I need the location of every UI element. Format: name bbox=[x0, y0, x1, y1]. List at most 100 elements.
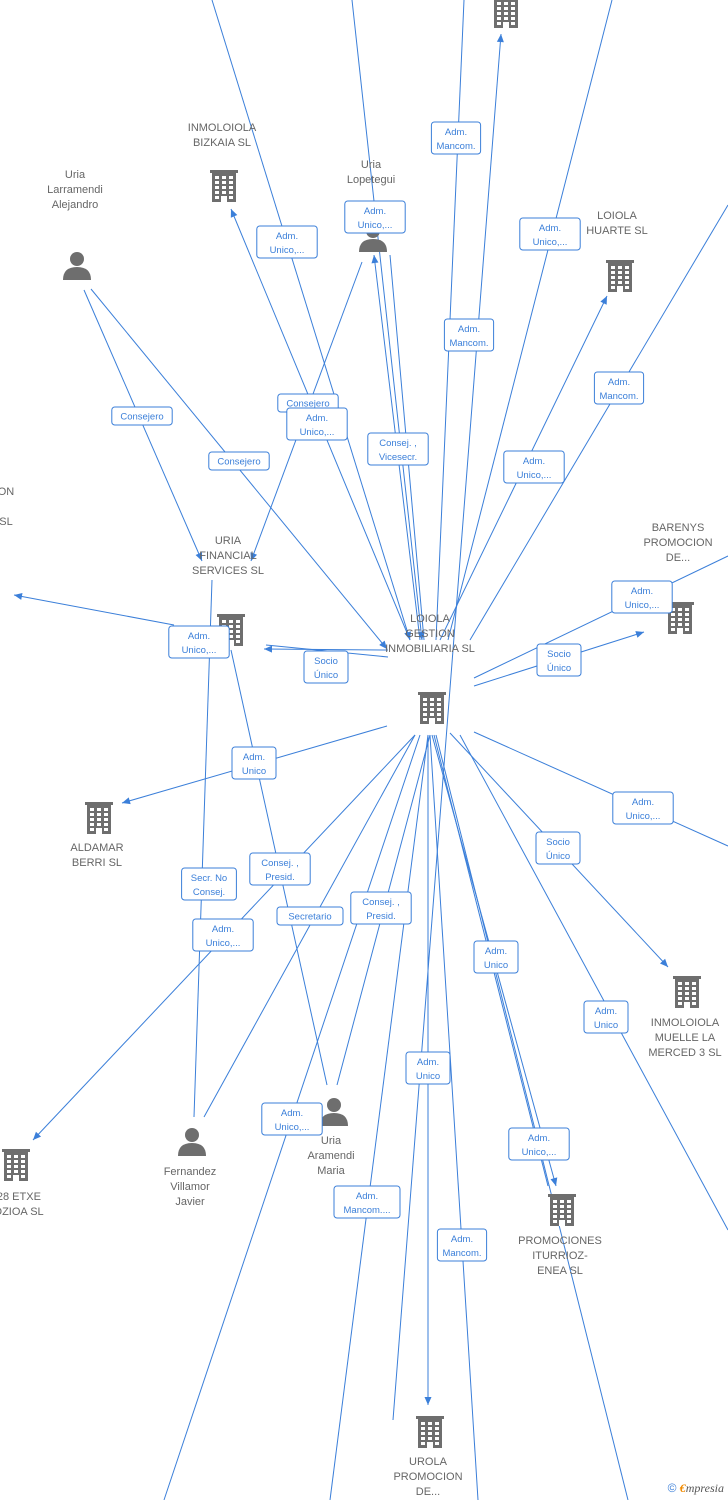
edge-line bbox=[429, 734, 479, 1500]
relation-label[interactable]: Adm.Unico,... bbox=[261, 1102, 323, 1136]
node-label-line: GESTION bbox=[405, 628, 455, 640]
relation-text: Unico bbox=[594, 1020, 618, 1031]
relation-text: Adm. bbox=[631, 586, 653, 597]
relation-text: Consejero bbox=[120, 412, 163, 423]
node-label-line: Villamor bbox=[170, 1181, 210, 1193]
node-barenys[interactable]: BARENYSPROMOCIONDE... bbox=[643, 522, 713, 634]
edge-arrowhead bbox=[424, 1397, 432, 1405]
relation-label[interactable]: Adm.Unico bbox=[405, 1051, 451, 1085]
relation-label[interactable]: Consej. ,Presid. bbox=[350, 891, 412, 925]
node-top-company[interactable] bbox=[492, 0, 520, 28]
relation-box bbox=[249, 852, 311, 886]
company-building-icon bbox=[494, 0, 518, 28]
relation-box bbox=[261, 1102, 323, 1136]
relation-box bbox=[168, 625, 230, 659]
relation-label[interactable]: Adm.Unico,... bbox=[256, 225, 318, 259]
relation-label[interactable]: Secretario bbox=[276, 906, 344, 926]
relation-box bbox=[535, 831, 581, 865]
relation-box bbox=[256, 225, 318, 259]
relation-text: Unico,... bbox=[533, 237, 568, 248]
relation-label[interactable]: Adm.Unico,... bbox=[192, 918, 254, 952]
relation-label[interactable]: Adm.Unico,... bbox=[519, 217, 581, 251]
relation-label[interactable]: Adm.Mancom. bbox=[430, 121, 482, 155]
relation-text: Secr. No bbox=[191, 873, 227, 884]
relation-label[interactable]: Adm.Unico,... bbox=[508, 1127, 570, 1161]
company-building-icon bbox=[85, 802, 113, 834]
relation-text: Presid. bbox=[366, 911, 396, 922]
relation-label[interactable]: Adm.Mancom. bbox=[436, 1228, 488, 1262]
node-label-line: Uria bbox=[361, 159, 382, 171]
relation-box bbox=[436, 1228, 488, 1262]
node-label-line: PROMOCION bbox=[643, 537, 712, 549]
edge-line bbox=[193, 579, 213, 1118]
relation-text: Unico bbox=[242, 766, 266, 777]
relation-text: Socio bbox=[547, 649, 571, 660]
node-a28-etxe[interactable]: A 28 ETXEMOZIOA SL bbox=[0, 1149, 44, 1218]
relation-text: Adm. bbox=[364, 206, 386, 217]
brand-logo-e: € bbox=[679, 1481, 686, 1495]
relation-text: Mancom. bbox=[436, 141, 475, 152]
person-icon bbox=[320, 1098, 348, 1126]
relation-text: Adm. bbox=[417, 1057, 439, 1068]
relation-label[interactable]: Consej. ,Vicesecr. bbox=[367, 432, 429, 466]
relation-box bbox=[367, 432, 429, 466]
relation-label[interactable]: Adm. Unico bbox=[231, 746, 277, 780]
relation-label[interactable]: Adm.Unico bbox=[473, 940, 519, 974]
relation-box bbox=[405, 1051, 451, 1085]
node-label-line: SL bbox=[0, 516, 13, 528]
relation-text: Consejero bbox=[286, 399, 329, 410]
relation-label[interactable]: Adm. Unico,... bbox=[344, 200, 406, 234]
relation-label[interactable]: Adm.Mancom.... bbox=[333, 1185, 401, 1219]
company-building-icon bbox=[2, 1149, 30, 1181]
relation-label[interactable]: Consej. ,Presid. bbox=[249, 852, 311, 886]
relation-text: Socio bbox=[314, 656, 338, 667]
edge-line bbox=[447, 0, 613, 641]
relation-box bbox=[508, 1127, 570, 1161]
relation-text: Adm. bbox=[243, 752, 265, 763]
relation-box bbox=[503, 450, 565, 484]
relation-text: Vicesecr. bbox=[379, 452, 417, 463]
relation-label[interactable]: Adm.Unico,... bbox=[286, 407, 348, 441]
edge-arrowhead bbox=[14, 593, 23, 600]
company-building-icon bbox=[210, 170, 238, 202]
relation-box bbox=[611, 580, 673, 614]
relation-label[interactable]: Consejero bbox=[111, 406, 173, 426]
edge-arrowhead bbox=[122, 797, 131, 805]
relation-label[interactable]: Adm.Unico,... bbox=[612, 791, 674, 825]
relation-text: Adm. bbox=[458, 324, 480, 335]
node-urola-promocion[interactable]: UROLAPROMOCIONDE... bbox=[393, 1416, 463, 1498]
edge-line bbox=[203, 734, 416, 1118]
relation-text: Adm. bbox=[523, 456, 545, 467]
edge-arrowhead bbox=[250, 552, 258, 561]
relation-text: Adm. bbox=[632, 797, 654, 808]
relation-label[interactable]: Adm.Mancom. bbox=[593, 371, 645, 405]
relation-label[interactable]: Adm.Unico,... bbox=[611, 580, 673, 614]
node-label-line: UROLA bbox=[409, 1456, 448, 1468]
edge-line bbox=[459, 734, 728, 1231]
relation-label[interactable]: Consejero bbox=[208, 451, 270, 471]
relation-label[interactable]: Adm.Unico,... bbox=[503, 450, 565, 484]
edge-line bbox=[351, 0, 423, 641]
relation-label[interactable]: Adm.Mancom. bbox=[443, 318, 495, 352]
node-label-line: INMOLOIOLA bbox=[188, 122, 257, 134]
relation-label[interactable]: Adm.Unico bbox=[583, 1000, 629, 1034]
relation-text: Unico,... bbox=[358, 220, 393, 231]
relation-label[interactable]: Adm.Unico,... bbox=[168, 625, 230, 659]
node-label-line: ENEA SL bbox=[537, 1265, 583, 1277]
